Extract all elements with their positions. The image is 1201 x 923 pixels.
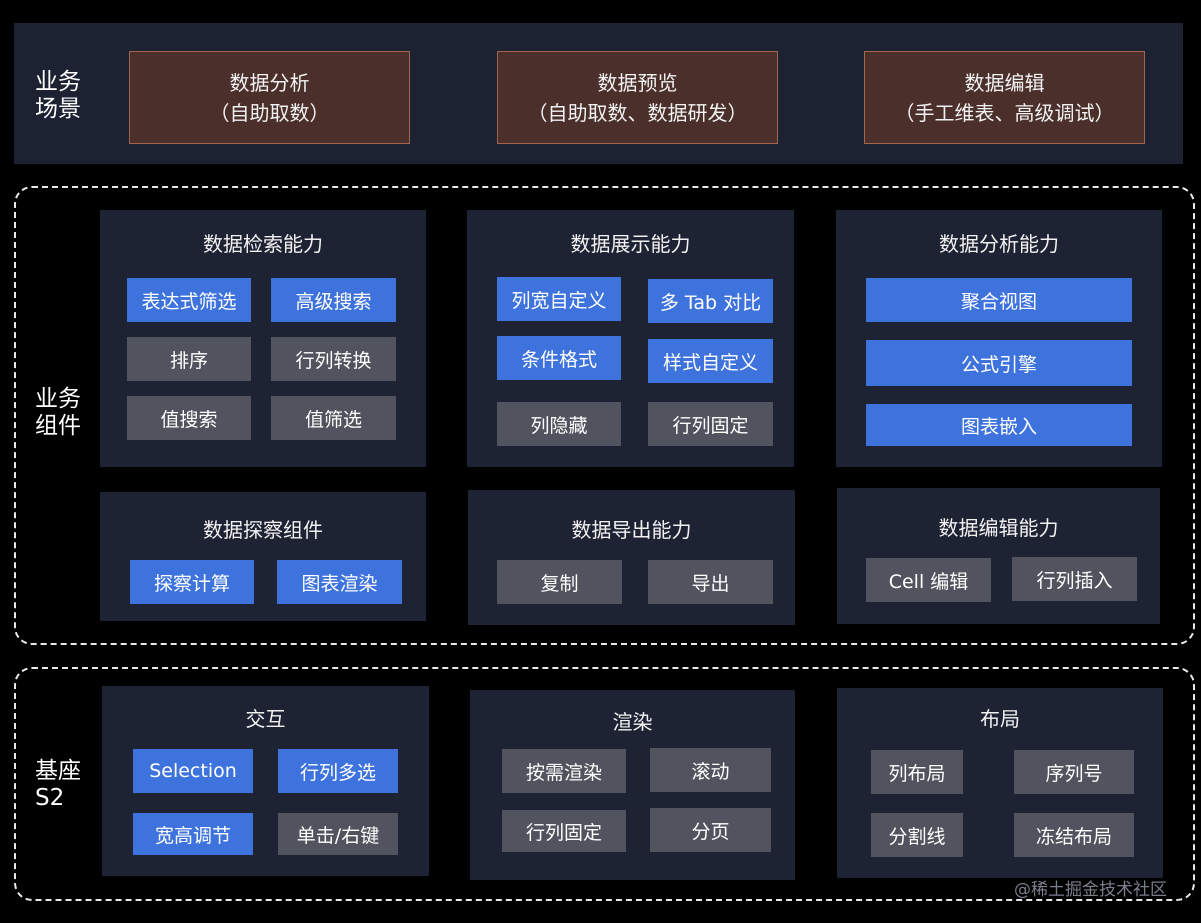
chip-divider: 分割线 bbox=[871, 813, 963, 857]
chip-advanced-search: 高级搜索 bbox=[271, 278, 396, 322]
chip-pivot: 行列转换 bbox=[271, 337, 396, 381]
chip-export: 导出 bbox=[648, 560, 773, 604]
chip-formula-engine: 公式引擎 bbox=[866, 340, 1132, 386]
panel-title: 交互 bbox=[245, 707, 286, 731]
watermark: @稀土掘金技术社区 bbox=[1014, 880, 1167, 900]
scene-data-analysis: 数据分析 （自助取数） bbox=[129, 51, 410, 144]
panel-title: 数据探察组件 bbox=[203, 518, 323, 542]
chip-hide-column: 列隐藏 bbox=[497, 402, 621, 446]
chip-click-rightclick: 单击/右键 bbox=[278, 813, 398, 855]
panel-title: 数据检索能力 bbox=[203, 232, 323, 256]
panel-interaction: 交互 Selection 行列多选 宽高调节 单击/右键 bbox=[102, 686, 429, 876]
chip-selection: Selection bbox=[133, 749, 253, 793]
panel-title: 数据编辑能力 bbox=[938, 516, 1059, 540]
chip-value-filter: 值筛选 bbox=[271, 396, 396, 440]
chip-row-col-insert: 行列插入 bbox=[1012, 557, 1137, 601]
chip-multi-select: 行列多选 bbox=[278, 749, 398, 793]
panel-data-analysis: 数据分析能力 聚合视图 公式引擎 图表嵌入 bbox=[836, 210, 1162, 467]
scene-data-preview: 数据预览 （自助取数、数据研发） bbox=[497, 51, 778, 144]
chip-conditional-format: 条件格式 bbox=[497, 336, 621, 380]
scenarios-label: 业务 场景 bbox=[35, 69, 81, 122]
panel-layout: 布局 列布局 序列号 分割线 冻结布局 bbox=[837, 688, 1163, 878]
scene-subtitle: （手工维表、高级调试） bbox=[894, 100, 1115, 125]
panel-data-retrieval: 数据检索能力 表达式筛选 高级搜索 排序 行列转换 值搜索 值筛选 bbox=[100, 210, 426, 467]
panel-title: 数据分析能力 bbox=[939, 232, 1059, 256]
panel-data-display: 数据展示能力 列宽自定义 多 Tab 对比 条件格式 样式自定义 列隐藏 行列固… bbox=[467, 210, 794, 467]
chip-chart-embed: 图表嵌入 bbox=[866, 404, 1132, 446]
chip-cell-edit: Cell 编辑 bbox=[866, 558, 991, 602]
components-label: 业务 组件 bbox=[35, 386, 81, 439]
scene-title: 数据编辑 bbox=[964, 70, 1045, 95]
chip-custom-style: 样式自定义 bbox=[648, 339, 773, 383]
chip-value-search: 值搜索 bbox=[127, 396, 251, 440]
chip-pagination: 分页 bbox=[650, 808, 771, 852]
chip-serial-number: 序列号 bbox=[1014, 750, 1134, 794]
chip-freeze-rows-cols: 行列固定 bbox=[648, 402, 773, 446]
chip-frozen-layout: 冻结布局 bbox=[1014, 813, 1134, 857]
chip-multi-tab-compare: 多 Tab 对比 bbox=[648, 279, 773, 323]
chip-aggregate-view: 聚合视图 bbox=[866, 278, 1132, 322]
chip-column-layout: 列布局 bbox=[871, 750, 963, 794]
scene-subtitle: （自助取数、数据研发） bbox=[527, 100, 748, 125]
chip-chart-render: 图表渲染 bbox=[277, 560, 402, 604]
panel-data-exploration: 数据探察组件 探察计算 图表渲染 bbox=[100, 492, 426, 621]
chip-column-width: 列宽自定义 bbox=[497, 277, 621, 321]
panel-title: 渲染 bbox=[612, 710, 653, 734]
chip-copy: 复制 bbox=[497, 560, 622, 604]
panel-title: 布局 bbox=[980, 707, 1020, 731]
panel-title: 数据展示能力 bbox=[570, 232, 691, 256]
chip-explore-compute: 探察计算 bbox=[130, 560, 254, 604]
panel-title: 数据导出能力 bbox=[571, 518, 692, 542]
chip-scroll: 滚动 bbox=[650, 748, 771, 792]
chip-frozen-rows-cols: 行列固定 bbox=[502, 810, 626, 852]
chip-resize: 宽高调节 bbox=[133, 813, 253, 855]
foundation-frame bbox=[14, 667, 1195, 901]
chip-expression-filter: 表达式筛选 bbox=[127, 278, 251, 322]
scene-title: 数据分析 bbox=[229, 70, 310, 95]
panel-data-export: 数据导出能力 复制 导出 bbox=[468, 490, 795, 625]
scene-subtitle: （自助取数） bbox=[209, 100, 330, 125]
chip-on-demand-render: 按需渲染 bbox=[502, 749, 626, 793]
scene-title: 数据预览 bbox=[597, 70, 678, 95]
panel-data-editing: 数据编辑能力 Cell 编辑 行列插入 bbox=[837, 488, 1160, 624]
panel-rendering: 渲染 按需渲染 滚动 行列固定 分页 bbox=[470, 690, 795, 880]
foundation-label: 基座 S2 bbox=[35, 758, 81, 811]
chip-sort: 排序 bbox=[127, 337, 251, 381]
business-components-frame bbox=[14, 186, 1195, 645]
scene-data-editing: 数据编辑 （手工维表、高级调试） bbox=[864, 51, 1145, 144]
